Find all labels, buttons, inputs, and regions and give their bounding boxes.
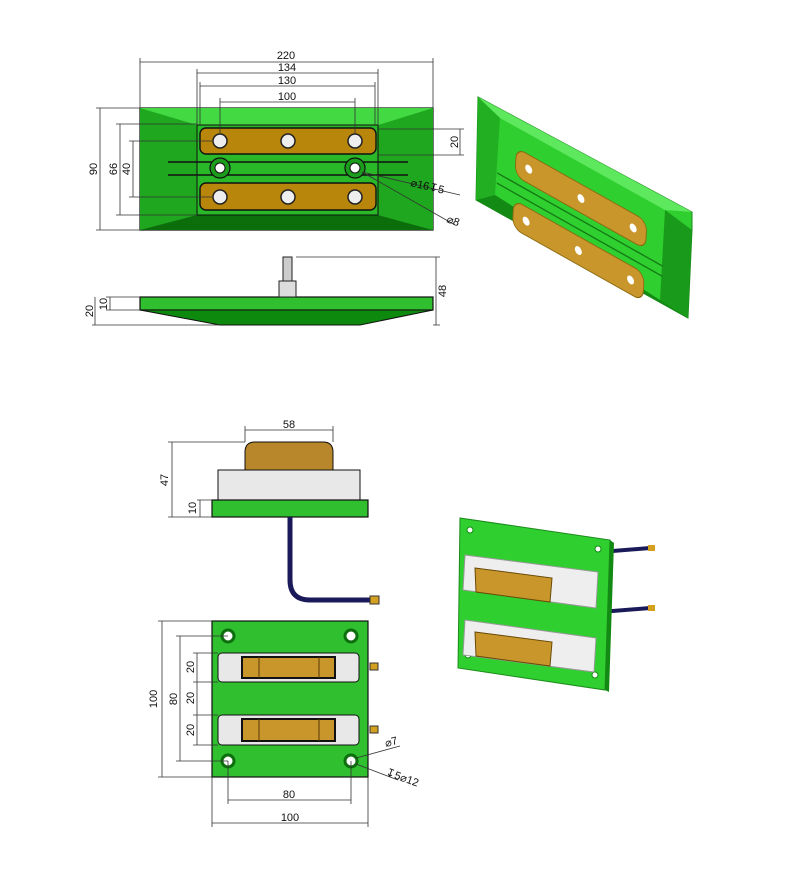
dim-134: 134	[278, 62, 296, 74]
dim-10-block: 10	[187, 502, 199, 514]
hole-callout: ⌀8	[445, 214, 461, 230]
hole-7-callout: ⌀7	[384, 735, 399, 750]
top-plate-isometric-view	[475, 96, 693, 319]
dim-20-middle: 20	[185, 692, 197, 704]
top-plate-dimensions: 220 134 130 100 90 66 40 20 ⌀16↧5 ⌀8	[88, 50, 464, 231]
block-side-view: 58 47 10	[159, 419, 380, 605]
dim-20-upper: 20	[185, 661, 197, 673]
nut	[278, 280, 297, 298]
dim-48: 48	[437, 285, 449, 297]
counterbore-12-callout: ↧5⌀12	[384, 767, 420, 790]
dim-20-lower: 20	[185, 724, 197, 736]
dim-10: 10	[98, 298, 110, 310]
dim-90: 90	[88, 163, 100, 175]
bolt-thread	[282, 256, 293, 282]
dim-100-horizontal: 100	[281, 812, 299, 824]
dim-66: 66	[108, 163, 120, 175]
dim-40: 40	[121, 163, 133, 175]
top-plate-side-view: 48 10 20	[84, 256, 449, 326]
dim-100: 100	[278, 91, 296, 103]
dim-47: 47	[159, 474, 171, 486]
dim-80-vertical: 80	[168, 693, 180, 705]
dim-20: 20	[449, 136, 461, 148]
dim-130: 130	[278, 75, 296, 87]
dim-80-horizontal: 80	[283, 789, 295, 801]
dim-58: 58	[283, 419, 295, 431]
cable	[287, 517, 372, 603]
dim-220: 220	[277, 50, 295, 62]
cable-pin	[369, 595, 380, 605]
block-front-view: 100 80 20 20 20 80 100 ⌀7 ↧5⌀12	[148, 620, 420, 827]
dim-20-side: 20	[84, 305, 96, 317]
dim-100-vertical: 100	[148, 690, 160, 708]
block-isometric-view	[457, 517, 655, 692]
top-plate-plan-view	[139, 107, 434, 231]
